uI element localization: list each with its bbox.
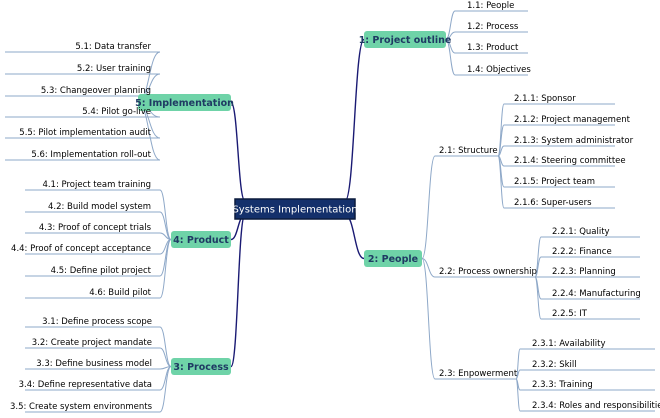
- leaf-label[interactable]: 5.6: Implementation roll-out: [31, 150, 151, 160]
- leaf-label[interactable]: 2.2.2: Finance: [552, 247, 612, 257]
- main-node[interactable]: [171, 231, 231, 248]
- leaf-label[interactable]: 2.3.3: Training: [532, 380, 593, 390]
- leaf-label[interactable]: 2.2.3: Planning: [552, 267, 616, 277]
- leaf-label[interactable]: 5.5: Pilot implementation audit: [19, 128, 151, 138]
- branch-connector: [230, 214, 246, 368]
- sub-node-label[interactable]: 2.3: Enpowerment: [439, 369, 518, 379]
- leaf-connector: [534, 276, 542, 320]
- sub-connector: [421, 258, 436, 380]
- sub-connector: [421, 258, 436, 278]
- leaf-connector: [497, 155, 505, 209]
- leaf-label[interactable]: 5.3: Changeover planning: [41, 86, 151, 96]
- leaf-connector: [159, 347, 172, 367]
- leaf-label[interactable]: 2.3.4: Roles and responsibilities: [532, 401, 660, 411]
- leaf-label[interactable]: 4.2: Build model system: [48, 202, 151, 212]
- leaf-label[interactable]: 2.2.4: Manufacturing: [552, 289, 641, 299]
- leaf-label[interactable]: 1.2: Process: [467, 22, 519, 32]
- leaf-label[interactable]: 1.3: Product: [467, 43, 519, 53]
- branch-connector: [344, 214, 365, 260]
- leaf-connector: [497, 103, 505, 157]
- leaf-connector: [497, 124, 505, 157]
- leaf-label[interactable]: 2.1.4: Steering committee: [514, 156, 626, 166]
- leaf-label[interactable]: 2.3.2: Skill: [532, 360, 577, 370]
- leaf-label[interactable]: 2.1.3: System administrator: [514, 136, 634, 146]
- main-node-label: 3: Process: [173, 362, 229, 373]
- leaf-connector: [534, 256, 542, 278]
- leaf-label[interactable]: 2.1.6: Super-users: [514, 198, 592, 208]
- main-node[interactable]: [171, 358, 231, 375]
- root-node-label: Systems Implementation: [232, 205, 357, 216]
- sub-node-label[interactable]: 2.1: Structure: [439, 146, 498, 156]
- leaf-connector: [515, 378, 521, 412]
- leaf-label[interactable]: 3.1: Define process scope: [42, 317, 152, 327]
- main-node-label: 4: Product: [173, 235, 229, 246]
- leaf-label[interactable]: 2.1.5: Project team: [514, 177, 595, 187]
- leaf-label[interactable]: 4.1: Project team training: [42, 180, 151, 190]
- leaf-label[interactable]: 2.2.1: Quality: [552, 227, 610, 237]
- leaf-connector: [445, 39, 456, 76]
- leaf-label[interactable]: 4.5: Define pilot project: [51, 266, 152, 276]
- leaf-label[interactable]: 4.6: Build pilot: [89, 288, 151, 298]
- node-layer: Systems Implementation 1: Project outline…: [10, 1, 660, 412]
- main-node[interactable]: [138, 94, 231, 111]
- leaf-label[interactable]: 5.1: Data transfer: [75, 42, 151, 52]
- leaf-label[interactable]: 3.4: Define representative data: [19, 380, 152, 390]
- leaf-connector: [445, 10, 456, 40]
- leaf-label[interactable]: 2.2.5: IT: [552, 309, 588, 319]
- leaf-label[interactable]: 2.3.1: Availability: [532, 339, 606, 349]
- leaf-label[interactable]: 5.2: User training: [77, 64, 151, 74]
- main-node-label: 1: Project outline: [359, 35, 452, 46]
- leaf-label[interactable]: 3.2: Create project mandate: [32, 338, 152, 348]
- root-node[interactable]: [234, 198, 356, 220]
- leaf-label[interactable]: 3.3: Define business model: [36, 359, 152, 369]
- leaf-label[interactable]: 3.5: Create system environments: [10, 402, 153, 412]
- leaf-connector: [159, 239, 172, 299]
- branch-connector: [344, 38, 365, 202]
- leaf-label[interactable]: 1.1: People: [467, 1, 514, 11]
- leaf-label[interactable]: 5.4: Pilot go-live: [82, 107, 151, 117]
- leaf-connector: [159, 366, 172, 413]
- branch-connector: [230, 101, 246, 202]
- sub-connector: [421, 155, 436, 259]
- sub-node-label[interactable]: 2.2: Process ownership: [439, 267, 537, 277]
- leaf-label[interactable]: 2.1.1: Sponsor: [514, 94, 576, 104]
- connector-layer: [5, 10, 655, 413]
- leaf-connector: [159, 189, 172, 240]
- main-node-label: 5: Implementation: [135, 98, 234, 109]
- leaf-label[interactable]: 4.3: Proof of concept trials: [39, 223, 152, 233]
- main-node[interactable]: [364, 31, 446, 48]
- leaf-label[interactable]: 4.4: Proof of concept acceptance: [11, 244, 151, 254]
- leaf-label[interactable]: 2.1.2: Project management: [514, 115, 631, 125]
- leaf-label[interactable]: 1.4: Objectives: [467, 65, 531, 75]
- main-node[interactable]: [364, 250, 422, 267]
- leaf-connector: [159, 326, 172, 367]
- main-node-label: 2: People: [368, 254, 418, 265]
- leaf-connector: [159, 211, 172, 240]
